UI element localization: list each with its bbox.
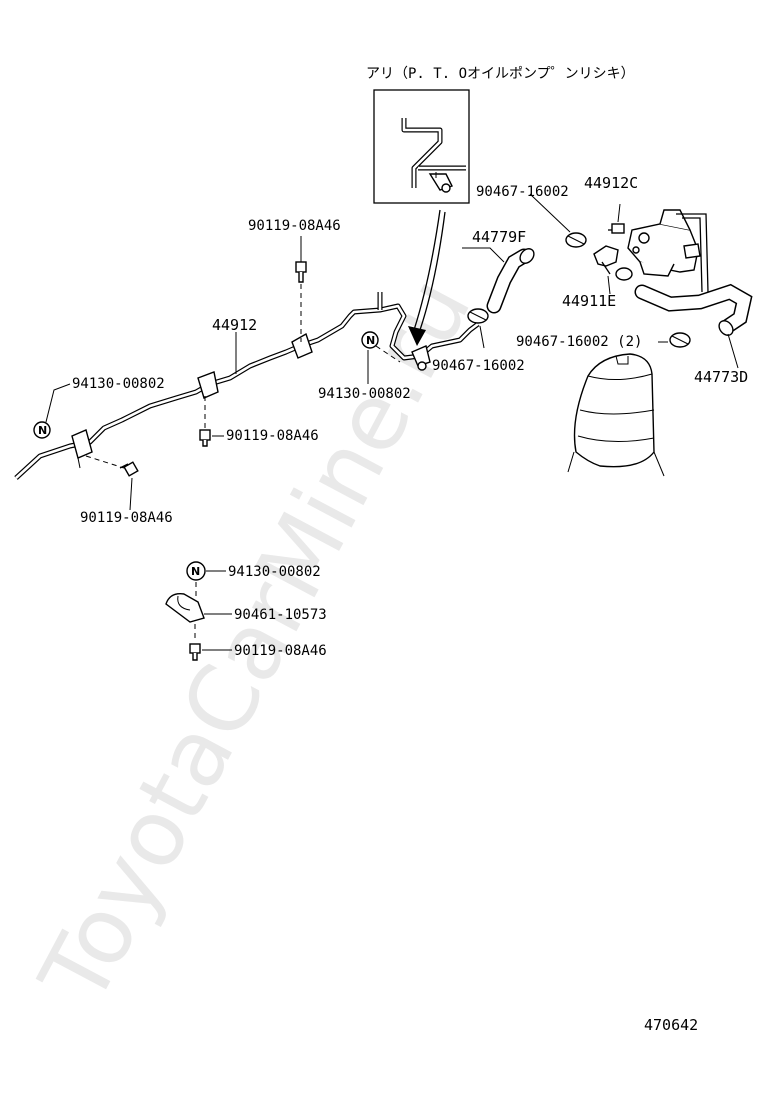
detail-clamp-90461 [165,593,205,623]
clamp-pump [615,267,633,281]
svg-text:N: N [191,565,200,578]
label-90119-mid: 90119-08A46 [226,428,319,444]
label-90119-detail: 90119-08A46 [234,643,327,659]
elbow-44911E [593,245,619,275]
bolt-top [295,261,307,283]
inset-title: アリ（P. T. Oオイルポンプ゜ンリシキ） [366,66,635,82]
label-90467-top: 90467-16002 [476,184,569,200]
clamp-90467-top [565,232,587,248]
label-44912: 44912 [212,316,257,334]
fitting-44912C [608,223,625,234]
clamp-90467-center [467,308,489,324]
label-94130-center: 94130-00802 [318,386,411,402]
label-94130-left: 94130-00802 [72,376,165,392]
label-90461-detail: 90461-10573 [234,607,327,623]
label-90119-top: 90119-08A46 [248,218,341,234]
detail-n-marker: N [186,561,206,581]
dash-bolt-bottom-left [85,455,125,469]
watermark-text: ToyotaCarMine.ru [19,260,491,1021]
inset-arrow [413,209,441,331]
label-44911E: 44911E [562,292,616,310]
pump-assembly [627,209,709,293]
label-44779F: 44779F [472,228,526,246]
svg-text:N: N [38,424,47,437]
label-94130-detail: 94130-00802 [228,564,321,580]
label-90467-center: 90467-16002 [432,358,525,374]
n-marker-center: N [361,331,379,349]
n-marker-left: N [33,421,51,439]
inset-arrow-head [408,326,426,346]
pto-inset [373,89,470,204]
pipe-clamps [71,332,431,469]
bolt-mid [199,429,211,447]
svg-text:N: N [366,334,375,347]
label-90119-bottom-left: 90119-08A46 [80,510,173,526]
bolt-bottom-left [119,461,139,477]
label-44773D: 44773D [694,368,748,386]
inset-frame [373,89,470,204]
diagram-number: 470642 [644,1016,698,1034]
label-44912C: 44912C [584,174,638,192]
label-90467-right: 90467-16002 (2) [516,334,642,350]
leader-lines [45,236,668,651]
tank-body [567,353,665,477]
detail-bolt-90119 [189,643,201,661]
clamp-90467-right [669,332,691,348]
